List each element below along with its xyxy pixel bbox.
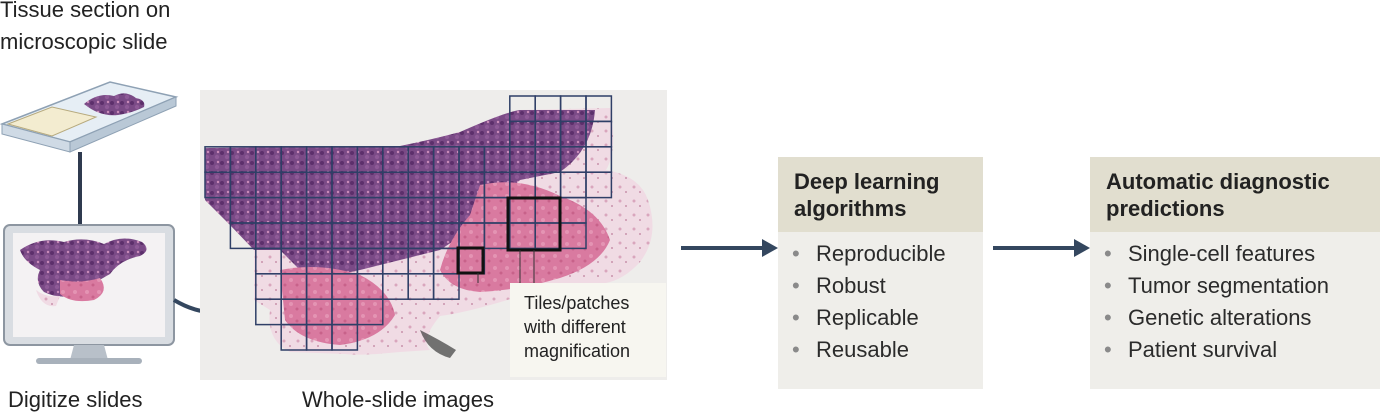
- tiles-callout: Tiles/patches with different magnificati…: [510, 283, 666, 377]
- deep-learning-list: •Reproducible •Robust •Replicable •Reusa…: [778, 232, 983, 366]
- predictions-panel: Automatic diagnostic predictions •Single…: [1090, 157, 1380, 389]
- bullet-icon: •: [1104, 337, 1112, 362]
- predictions-list: •Single-cell features •Tumor segmentatio…: [1090, 232, 1380, 366]
- list-item: •Tumor segmentation: [1104, 270, 1372, 302]
- digitize-label: Digitize slides: [8, 387, 143, 412]
- bullet-icon: •: [1104, 305, 1112, 330]
- list-item: •Patient survival: [1104, 334, 1372, 366]
- bullet-icon: •: [1104, 273, 1112, 298]
- tile: [585, 171, 613, 199]
- monitor-icon: [3, 224, 175, 364]
- highlight-tile-small: [456, 246, 485, 275]
- list-item: •Robust: [792, 270, 975, 302]
- list-item: •Single-cell features: [1104, 238, 1372, 270]
- tile: [331, 323, 359, 351]
- glass-slide-icon: [0, 81, 179, 153]
- list-item: •Genetic alterations: [1104, 302, 1372, 334]
- deep-learning-panel: Deep learning algorithms •Reproducible •…: [778, 157, 983, 389]
- bullet-icon: •: [1104, 241, 1112, 266]
- arrow-right-icon: [762, 239, 778, 257]
- deep-learning-title: Deep learning algorithms: [778, 157, 983, 232]
- whole-slide-images-label: Whole-slide images: [302, 387, 494, 412]
- bullet-icon: •: [792, 273, 800, 298]
- list-item: •Reusable: [792, 334, 975, 366]
- list-item: •Replicable: [792, 302, 975, 334]
- arrow-right-icon: [1074, 239, 1090, 257]
- bullet-icon: •: [792, 305, 800, 330]
- tile: [432, 273, 460, 300]
- list-item: •Reproducible: [792, 238, 975, 270]
- bullet-icon: •: [792, 337, 800, 362]
- tile: [356, 298, 384, 326]
- slide-label: Tissue section on microscopic slide: [0, 0, 171, 54]
- predictions-title: Automatic diagnostic predictions: [1090, 157, 1380, 232]
- bullet-icon: •: [792, 241, 800, 266]
